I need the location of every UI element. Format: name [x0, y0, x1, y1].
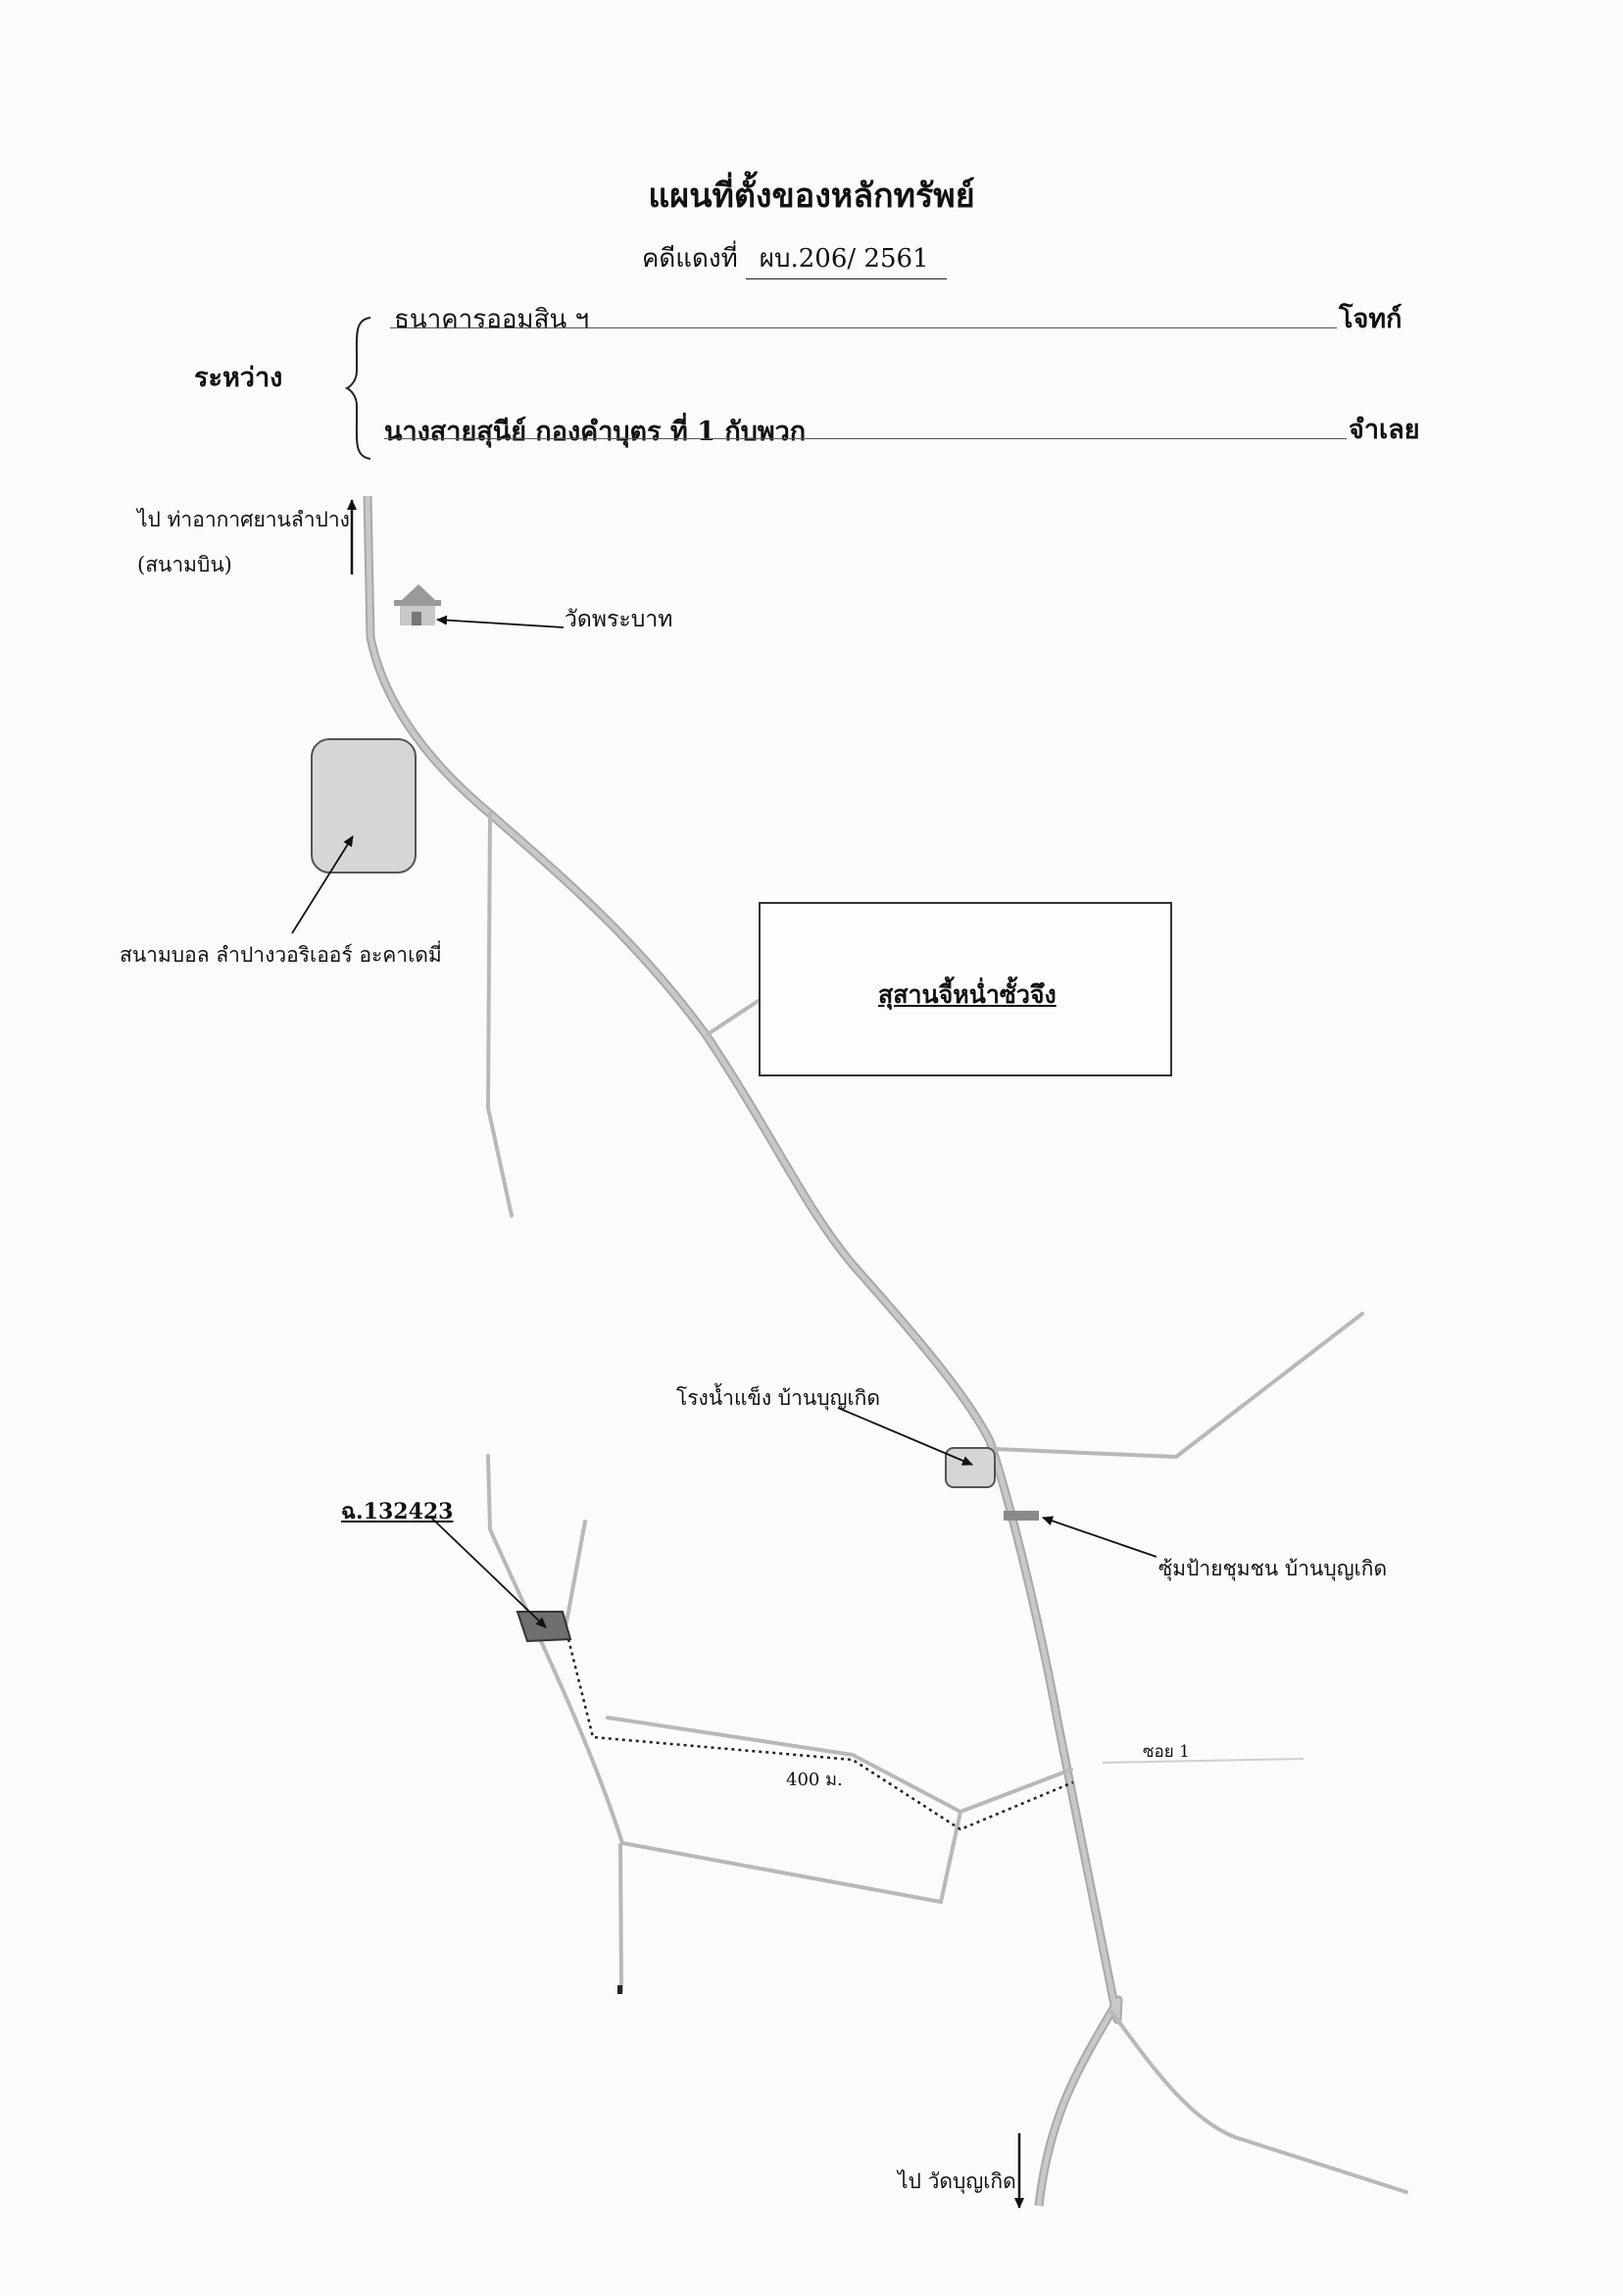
deed-leader-arrow	[430, 1517, 547, 1628]
page-title: แผนที่ตั้งของหลักทรัพย์	[648, 176, 975, 216]
leader-arrows	[291, 615, 1157, 1628]
defendant-role: จำเลย	[1349, 415, 1420, 445]
case-number: ผบ.206/ 2561	[745, 238, 947, 279]
distance-label: 400 ม.	[786, 1770, 843, 1790]
main-road	[363, 495, 1123, 2207]
south-destination-label: ไป วัดบุญเกิด	[898, 2170, 1016, 2193]
deed-number-label: ฉ.132423	[341, 1499, 454, 1524]
temple-label: วัดพระบาท	[565, 607, 673, 632]
north-destination-sublabel: (สนามบิน)	[137, 553, 232, 576]
defendant-underline	[384, 438, 1347, 439]
defendant-name: นางสายสุนีย์ กองคำบุตร ที่ 1 กับพวก	[384, 417, 807, 447]
plaintiff-role: โจทก์	[1339, 304, 1402, 334]
sign-leader-arrow	[1042, 1516, 1157, 1558]
stadium-label: สนามบอล ลำปางวอริเออร์ อะคาเดมี่	[120, 943, 442, 967]
between-label: ระหว่าง	[194, 363, 283, 393]
case-label: คดีแดงที่	[642, 244, 738, 274]
stadium-area	[311, 738, 417, 873]
cemetery-box	[759, 902, 1172, 1076]
side-roads	[486, 812, 1408, 2194]
community-sign-marker	[1004, 1511, 1039, 1521]
soi-1-road	[1102, 1758, 1304, 1764]
stadium-leader-arrow	[291, 835, 354, 934]
plaintiff-name: ธนาคารออมสิน ฯ	[394, 305, 590, 334]
temple-leader-arrow	[436, 615, 565, 628]
soi-label: ซอย 1	[1143, 1742, 1190, 1762]
cemetery-label: สุสานจี้หน่ำซั้วจึง	[878, 980, 1057, 1009]
plaintiff-underline	[390, 327, 1337, 328]
community-sign-label: ซุ้มป้ายชุมชน บ้านบุญเกิด	[1158, 1557, 1388, 1580]
temple-icon	[394, 584, 441, 625]
brace-icon	[345, 317, 371, 460]
ice-factory-leader-arrow	[837, 1407, 973, 1466]
case-number-line: คดีแดงที่ผบ.206/ 2561	[642, 238, 947, 279]
access-path-dotted	[566, 1638, 1074, 1831]
north-destination-label: ไป ท่าอากาศยานลำปาง	[137, 508, 350, 531]
ice-factory-area	[945, 1447, 996, 1488]
road-end-marker	[617, 1985, 622, 1994]
ice-factory-label: โรงน้ำแข็ง บ้านบุญเกิด	[676, 1386, 881, 1410]
